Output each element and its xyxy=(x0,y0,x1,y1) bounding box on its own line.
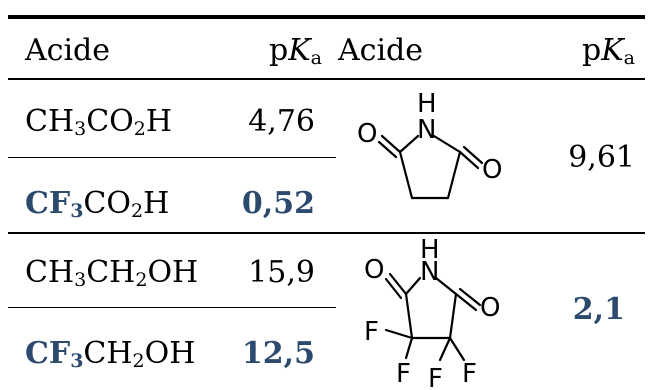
pka-p: p xyxy=(269,33,289,68)
formula-part: CO xyxy=(83,186,131,221)
formula-part: OH xyxy=(144,336,196,371)
formula-sub: 2 xyxy=(133,118,146,140)
header-acid-2: Acide xyxy=(338,33,424,68)
group-divider xyxy=(8,232,645,234)
top-rule xyxy=(8,15,645,19)
atom-label: F xyxy=(462,359,477,388)
formula-part: CO xyxy=(86,104,134,139)
formula-sub: 3 xyxy=(70,200,84,222)
tetrafluorosuccinimide-structure: O H N O F F F F xyxy=(364,238,500,388)
formula-part: CF xyxy=(25,186,71,221)
formula-sub: 2 xyxy=(130,200,144,222)
pka-value-row-4: 12,5 xyxy=(241,336,315,371)
atom-label: O xyxy=(482,155,502,185)
formula-part: OH xyxy=(147,255,199,290)
pka-value-row-1: 4,76 xyxy=(248,104,315,139)
atom-label: F xyxy=(364,317,379,347)
header-pka-2: pKa xyxy=(545,33,635,69)
atom-label: N xyxy=(420,257,439,287)
pka-sub: a xyxy=(623,47,635,69)
row1-divider-left xyxy=(8,157,336,158)
formula-sub: 3 xyxy=(70,350,84,372)
formula-part: CH xyxy=(86,255,136,290)
pka-k: K xyxy=(601,33,624,68)
atom-label: O xyxy=(357,119,377,149)
formula-sub: 3 xyxy=(74,118,87,140)
atom-label: N xyxy=(417,115,436,145)
formula-part: CH xyxy=(25,255,75,290)
pka-k: K xyxy=(288,33,311,68)
pka-p: p xyxy=(582,33,602,68)
formula-part: H xyxy=(145,104,173,139)
pka-sub: a xyxy=(310,47,322,69)
pka-value-succinimide: 9,61 xyxy=(568,140,635,175)
acid-formula-row-4: CF3CH2OH xyxy=(25,336,195,372)
atom-label: F xyxy=(396,359,411,388)
header-acid-1: Acide xyxy=(25,33,111,68)
formula-part: CH xyxy=(25,104,75,139)
formula-part: CH xyxy=(83,336,133,371)
atom-label: F xyxy=(428,364,443,388)
formula-sub: 3 xyxy=(74,269,87,291)
pka-value-row-2: 0,52 xyxy=(241,186,315,221)
acid-formula-row-1: CH3CO2H xyxy=(25,104,172,140)
pka-value-row-3: 15,9 xyxy=(248,255,315,290)
succinimide-structure: O H N O xyxy=(357,92,502,200)
acid-formula-row-2: CF3CO2H xyxy=(25,186,169,222)
header-rule xyxy=(8,78,645,80)
formula-part: CF xyxy=(25,336,71,371)
row3-divider-left xyxy=(8,307,336,308)
atom-label: O xyxy=(480,293,500,323)
atom-label: H xyxy=(420,238,440,265)
pka-value-tetrafluorosuccinimide: 2,1 xyxy=(572,292,625,327)
atom-label: H xyxy=(417,92,437,119)
atom-label: O xyxy=(364,255,384,285)
formula-part: H xyxy=(143,186,170,221)
formula-sub: 2 xyxy=(135,269,148,291)
acid-formula-row-3: CH3CH2OH xyxy=(25,255,198,291)
header-pka-1: pKa xyxy=(230,33,322,69)
formula-sub: 2 xyxy=(132,350,145,372)
